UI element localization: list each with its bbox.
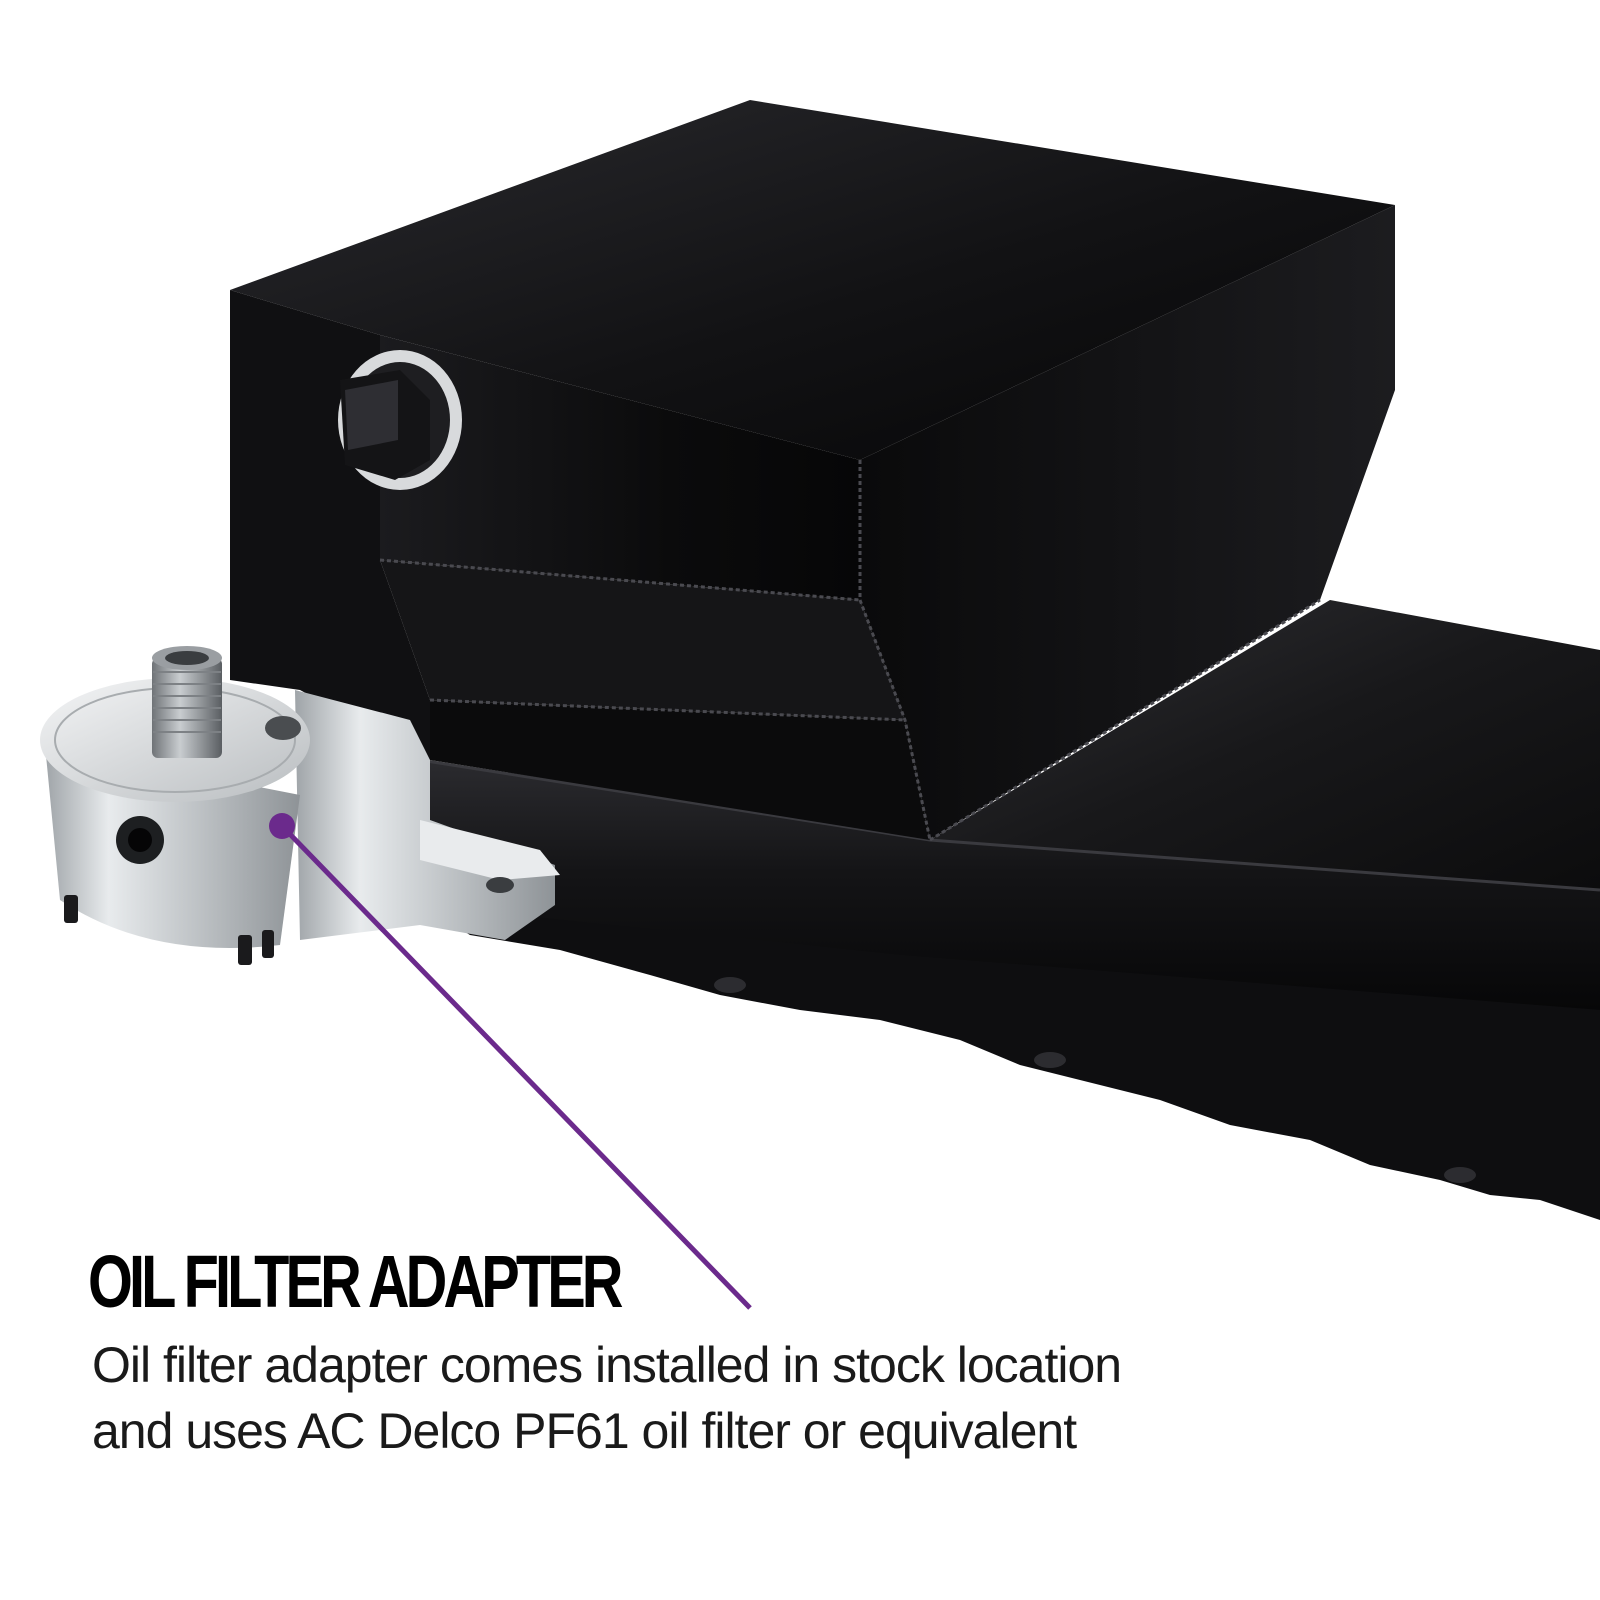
flange-bolt-holes [714,977,1476,1183]
callout-title: OIL FILTER ADAPTER [88,1240,623,1323]
sump-front-upper [380,335,860,600]
sump-top-face [230,100,1395,460]
oil-filter-adapter [40,646,310,965]
callout-leader [269,813,752,1310]
pan-tray-top [930,600,1600,890]
pan-tray-side [420,760,1600,1010]
weld-seams [379,460,1321,842]
bracket-top [420,820,560,880]
sump-front-step [380,560,905,720]
callout-description: Oil filter adapter comes installed in st… [92,1337,1122,1459]
drain-plug [338,350,462,490]
bracket-bolt-hole [486,877,514,893]
sump-front-lower [430,700,930,840]
sump-side-face [860,205,1395,840]
